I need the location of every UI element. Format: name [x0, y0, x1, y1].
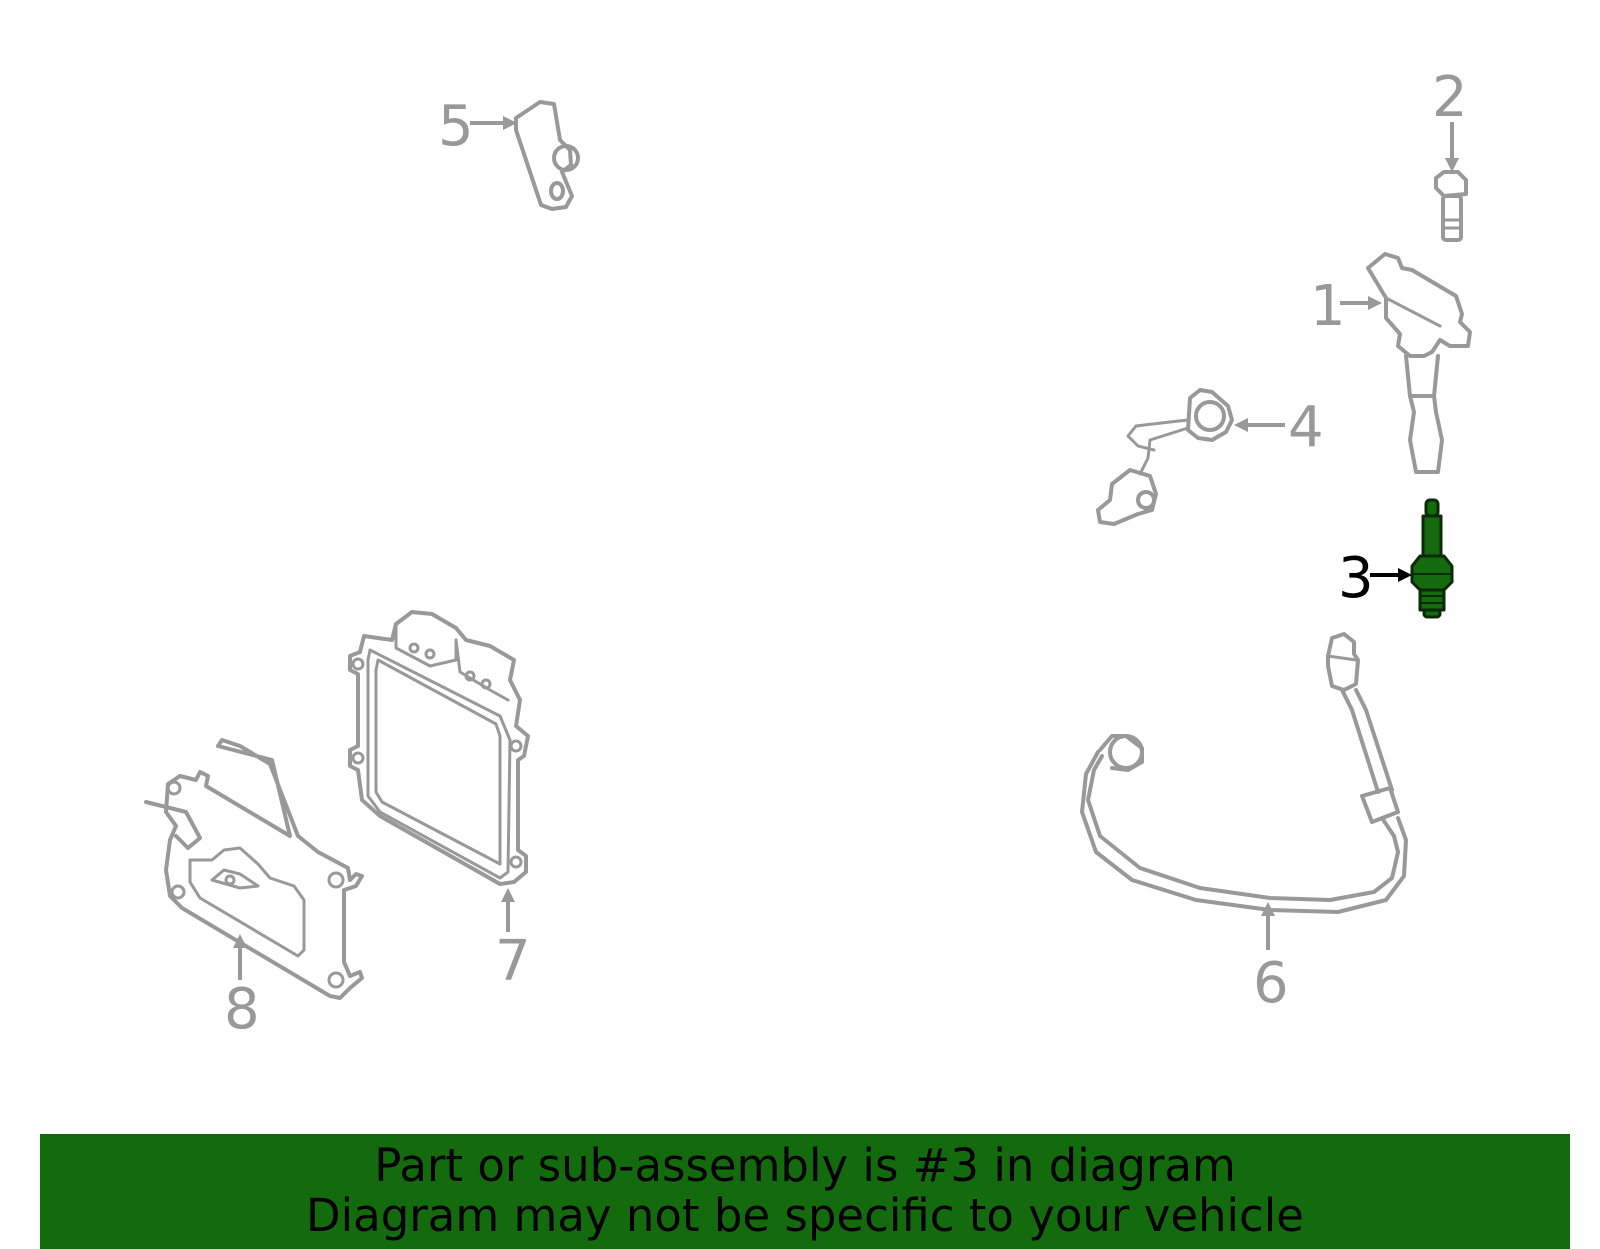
callout-2: 2 — [1432, 65, 1468, 130]
callout-8: 8 — [224, 977, 260, 1042]
info-banner: Part or sub-assembly is #3 in diagram Di… — [40, 1134, 1570, 1249]
banner-line-1: Part or sub-assembly is #3 in diagram — [374, 1139, 1236, 1192]
callout-7: 7 — [495, 929, 531, 994]
banner-line-2: Diagram may not be specific to your vehi… — [306, 1189, 1304, 1242]
part-5-sensor[interactable] — [514, 100, 580, 211]
callout-6: 6 — [1253, 951, 1289, 1016]
part-4-sensor[interactable] — [1096, 388, 1234, 526]
callout-4: 4 — [1288, 395, 1324, 460]
callout-1: 1 — [1310, 274, 1346, 339]
part-7-control-module[interactable] — [348, 610, 530, 886]
callout-3: 3 — [1338, 546, 1374, 611]
part-1-ignition-coil[interactable] — [1366, 252, 1472, 474]
callout-5: 5 — [438, 94, 474, 159]
part-8-bracket[interactable] — [144, 738, 364, 1000]
part-3-spark-plug[interactable] — [1410, 498, 1454, 619]
part-6-sensor-harness[interactable] — [1080, 632, 1408, 914]
part-2-bolt[interactable] — [1434, 170, 1468, 242]
